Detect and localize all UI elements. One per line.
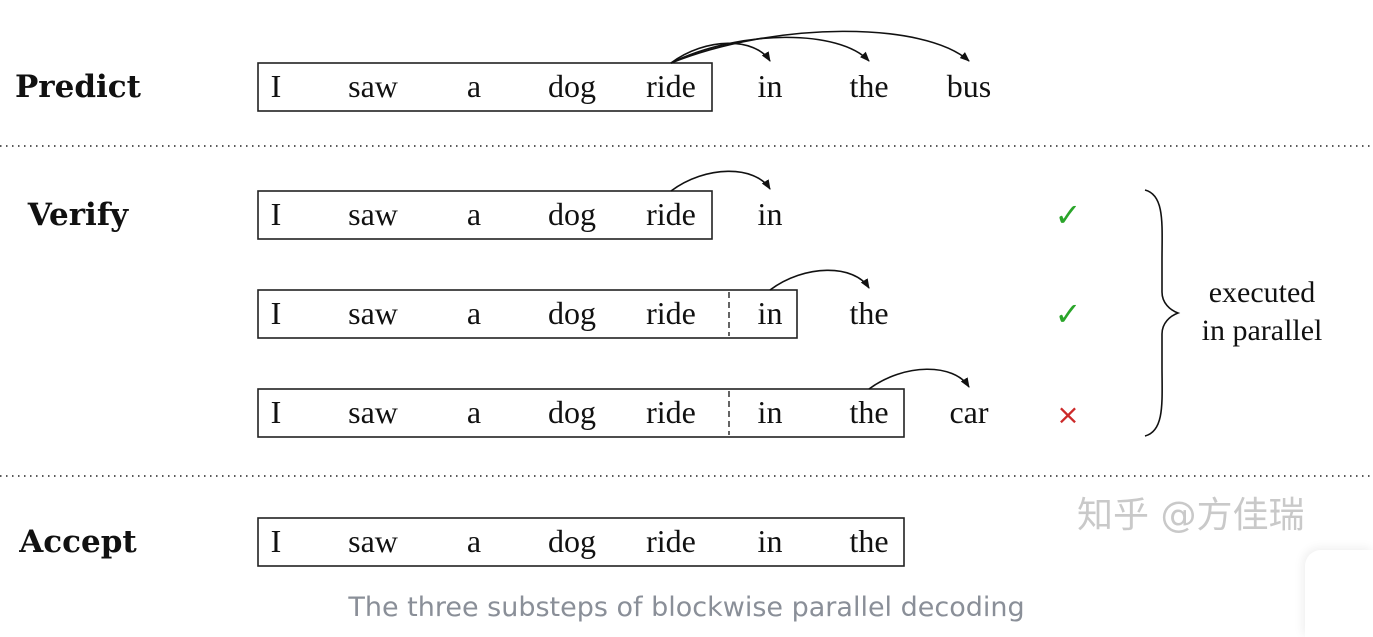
stage-label-predict: Predict — [15, 69, 142, 105]
token-saw: saw — [348, 295, 398, 331]
stage-label-accept: Accept — [18, 524, 137, 560]
token-I: I — [271, 196, 282, 232]
token-in: in — [758, 523, 783, 559]
token-ride: ride — [646, 523, 696, 559]
token-in: in — [758, 196, 783, 232]
token-a: a — [467, 68, 481, 104]
token-the: the — [849, 394, 888, 430]
token-car: car — [949, 394, 988, 430]
parallel-brace — [1144, 189, 1181, 437]
token-saw: saw — [348, 196, 398, 232]
corner-panel — [1305, 550, 1373, 637]
context-box — [257, 388, 905, 438]
prediction-arrow — [670, 36, 870, 64]
token-a: a — [467, 196, 481, 232]
context-box — [257, 289, 798, 339]
token-ride: ride — [646, 68, 696, 104]
check-icon: ✓ — [1055, 295, 1082, 333]
figure-caption: The three substeps of blockwise parallel… — [348, 592, 1025, 623]
token-dog: dog — [548, 68, 596, 104]
token-ride: ride — [646, 196, 696, 232]
context-box — [257, 517, 905, 567]
brace-label-line-1: executed — [1209, 276, 1316, 309]
token-bus: bus — [947, 68, 991, 104]
context-box — [257, 190, 713, 240]
token-I: I — [271, 295, 282, 331]
token-dog: dog — [548, 295, 596, 331]
token-in: in — [758, 68, 783, 104]
token-in: in — [758, 394, 783, 430]
watermark: 知乎 @方佳瑞 — [1077, 495, 1304, 536]
token-a: a — [467, 295, 481, 331]
stage-label-verify: Verify — [27, 197, 129, 233]
context-box — [257, 62, 713, 112]
token-I: I — [271, 394, 282, 430]
token-I: I — [271, 68, 282, 104]
cross-icon: × — [1056, 398, 1079, 431]
token-a: a — [467, 523, 481, 559]
token-the: the — [849, 295, 888, 331]
token-the: the — [849, 523, 888, 559]
prediction-arrow — [868, 368, 970, 390]
check-icon: ✓ — [1055, 196, 1082, 234]
token-dog: dog — [548, 196, 596, 232]
token-in: in — [758, 295, 783, 331]
token-a: a — [467, 394, 481, 430]
token-saw: saw — [348, 394, 398, 430]
token-ride: ride — [646, 295, 696, 331]
token-ride: ride — [646, 394, 696, 430]
prediction-arrow — [769, 269, 870, 291]
token-saw: saw — [348, 523, 398, 559]
token-dog: dog — [548, 394, 596, 430]
prediction-arrow — [670, 170, 771, 192]
token-saw: saw — [348, 68, 398, 104]
token-dog: dog — [548, 523, 596, 559]
brace-label-line-2: in parallel — [1202, 314, 1323, 347]
token-the: the — [849, 68, 888, 104]
token-I: I — [271, 523, 282, 559]
prediction-arrow — [670, 30, 970, 64]
